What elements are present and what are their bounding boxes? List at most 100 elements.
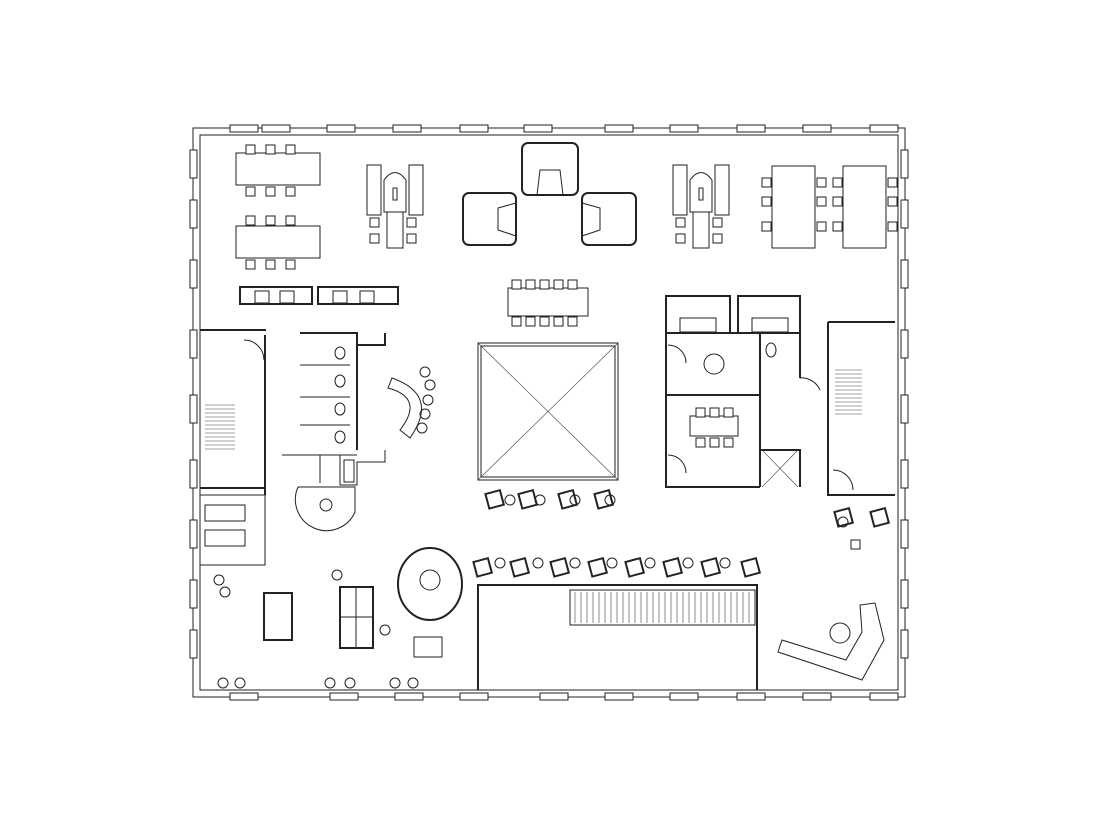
chair [723,407,734,418]
chair [285,259,296,270]
restrooms [282,332,386,532]
window [459,692,489,701]
window [326,124,356,133]
chair [709,437,720,448]
armchair [740,556,762,578]
chair [265,144,276,155]
window [189,149,198,179]
chair [816,196,827,207]
right-room-block [665,295,821,488]
stool [217,677,229,689]
armchair [472,556,494,578]
chair [723,437,734,448]
chair [816,221,827,232]
window [900,579,909,609]
stool [344,677,356,689]
stool [532,557,544,569]
chair [567,316,578,327]
stool [419,366,431,378]
chair [887,177,898,188]
window [604,124,634,133]
stool [379,624,391,636]
stool [569,494,581,506]
chair [712,233,723,244]
window [736,124,766,133]
tables-bottom-left [263,586,443,658]
window [261,124,291,133]
atrium-opening [477,342,619,481]
stair-left [199,329,266,566]
chair [265,259,276,270]
chair [539,279,550,290]
chair [887,221,898,232]
stool [606,557,618,569]
lounge-pods [462,142,637,246]
window [900,459,909,489]
window [900,259,909,289]
window [900,394,909,424]
stool [422,394,434,406]
chair [675,233,686,244]
stool [389,677,401,689]
stool [419,408,431,420]
chair [832,221,843,232]
chair [285,215,296,226]
window [669,692,699,701]
chair [761,196,772,207]
chair [245,215,256,226]
window [189,329,198,359]
stool [407,677,419,689]
armchair [549,556,571,578]
stool [416,422,428,434]
stool [682,557,694,569]
stool [331,569,343,581]
stool [719,557,731,569]
chair [369,233,380,244]
chair [369,217,380,228]
chair [709,407,720,418]
window [802,692,832,701]
window [189,629,198,659]
booth-right [672,164,730,249]
window [669,124,699,133]
chair [285,186,296,197]
window [900,149,909,179]
armchair [517,488,539,510]
chair [553,316,564,327]
stool [604,494,616,506]
chair [816,177,827,188]
chairs [213,144,898,689]
window [189,199,198,229]
window [229,124,259,133]
stool [569,557,581,569]
stool [324,677,336,689]
armchair [484,488,506,510]
window [869,124,899,133]
chair [525,316,536,327]
window [229,692,259,701]
window [900,329,909,359]
table-group-top-left [235,152,321,259]
chair [525,279,536,290]
window [392,124,422,133]
window [459,124,489,133]
windows [189,124,909,701]
stair-right [827,321,895,496]
chair [245,259,256,270]
armchair [624,556,646,578]
window [189,579,198,609]
armchair [662,556,684,578]
window [604,692,634,701]
window [394,692,424,701]
armchair [509,556,531,578]
chair [406,233,417,244]
window [189,459,198,489]
armchair [593,488,615,510]
window [736,692,766,701]
window [900,519,909,549]
chair [285,144,296,155]
stool [494,557,506,569]
curved-sofa [777,602,885,681]
armchair [587,556,609,578]
